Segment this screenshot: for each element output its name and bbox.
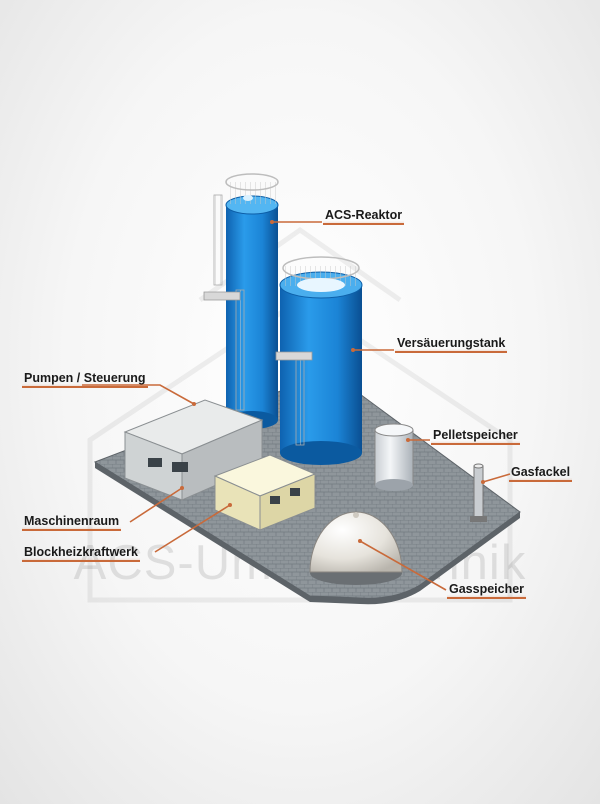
pumpen-steuerung-building [123,399,264,501]
label-gasspeicher: Gasspeicher [447,582,527,599]
pelletspeicher-silo [374,423,414,491]
gasspeicher-dome [309,511,403,585]
versaeuerungstank-tank [275,256,363,465]
label-maschinenraum: Maschinenraum [22,514,122,531]
blockheizkraftwerk-container [213,454,317,531]
label-versaeuerungstank: Versäuerungstank [395,336,508,353]
leader-lines [82,221,511,591]
leader-dots [180,220,485,543]
label-blockheizkraftwerk: Blockheizkraftwerk [22,545,140,562]
label-pelletspeicher: Pelletspeicher [431,428,520,445]
label-gasfackel: Gasfackel [509,465,573,482]
label-pumpen-steuerung: Pumpen / Steuerung [22,371,148,388]
acs-reaktor-tank [203,173,279,429]
label-acs-reaktor: ACS-Reaktor [323,208,405,225]
gasfackel-stack [470,463,487,522]
